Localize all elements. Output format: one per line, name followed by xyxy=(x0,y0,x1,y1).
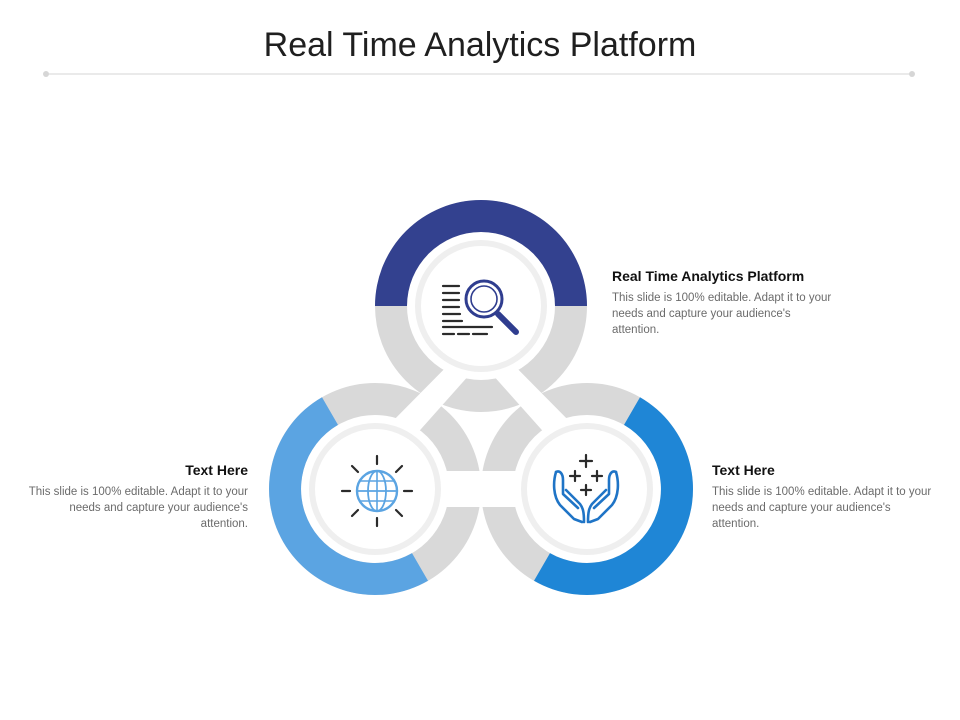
text-block-right: Text Here This slide is 100% editable. A… xyxy=(712,462,932,532)
slide-title: Real Time Analytics Platform xyxy=(263,26,697,64)
hands-sparkle-icon xyxy=(552,453,620,524)
text-block-top-heading: Real Time Analytics Platform xyxy=(612,268,805,284)
text-block-right-body: This slide is 100% editable. Adapt it to… xyxy=(712,486,932,530)
text-block-top: Real Time Analytics Platform This slide … xyxy=(612,268,832,338)
text-block-left-body: This slide is 100% editable. Adapt it to… xyxy=(28,486,248,530)
text-block-top-body: This slide is 100% editable. Adapt it to… xyxy=(612,292,832,336)
center-top-disc xyxy=(421,246,541,366)
ring-top-arc xyxy=(375,200,587,306)
connector-top-left xyxy=(381,346,495,447)
connector-top-right xyxy=(467,346,581,447)
text-block-left-heading: Text Here xyxy=(185,462,248,478)
center-layer xyxy=(309,240,653,555)
magnifier-document-icon xyxy=(441,279,519,336)
globe-icon xyxy=(340,454,414,528)
text-block-right-heading: Text Here xyxy=(712,462,775,478)
ring-right-arc xyxy=(534,397,693,596)
ring-left-arc xyxy=(269,397,428,595)
text-block-left: Text Here This slide is 100% editable. A… xyxy=(28,462,248,532)
center-left-disc xyxy=(315,429,435,549)
